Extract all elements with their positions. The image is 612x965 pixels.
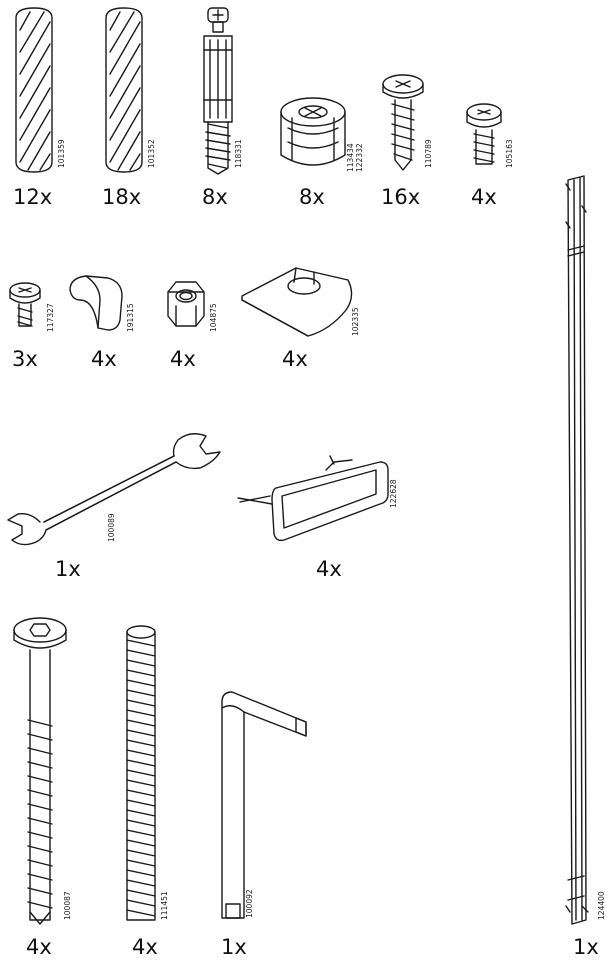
short-screw-drawing: [9, 282, 41, 327]
part-quantity: 4x: [282, 347, 308, 371]
part-code: 110789: [424, 139, 433, 168]
part-code-group: 113434 122332: [346, 112, 364, 172]
part-quantity: 8x: [299, 185, 325, 209]
part-code: 100089: [107, 513, 116, 542]
wedge-bracket-drawing: [241, 267, 353, 337]
part-quantity: 4x: [26, 935, 52, 959]
part-code: 111451: [160, 891, 169, 920]
machine-screw-drawing: [466, 103, 502, 165]
part-code: 191315: [126, 303, 135, 332]
part-quantity: 4x: [170, 347, 196, 371]
part-quantity: 8x: [202, 185, 228, 209]
part-code: 124400: [597, 891, 606, 920]
part-code: 122332: [354, 143, 364, 172]
part-code: 100087: [63, 891, 72, 920]
part-code: 104875: [209, 303, 218, 332]
part-quantity: 4x: [132, 935, 158, 959]
part-code: 122628: [389, 479, 398, 508]
wrench-drawing: [7, 433, 221, 546]
part-quantity: 3x: [12, 347, 38, 371]
wooden-dowel-long-drawing: [15, 7, 53, 173]
allen-key-drawing: [221, 691, 307, 919]
part-quantity: 16x: [381, 185, 421, 209]
cam-lock-drawing: [280, 97, 346, 166]
part-quantity: 4x: [91, 347, 117, 371]
part-quantity: 1x: [221, 935, 247, 959]
part-quantity: 1x: [573, 935, 599, 959]
part-code: 105163: [505, 139, 514, 168]
part-quantity: 1x: [55, 557, 81, 581]
wooden-dowel-drawing: [105, 7, 143, 173]
part-quantity: 4x: [316, 557, 342, 581]
long-bolt-drawing: [13, 617, 67, 925]
part-quantity: 4x: [471, 185, 497, 209]
part-code: 117327: [46, 303, 55, 332]
part-code: 102335: [351, 307, 360, 336]
long-rail-drawing: [565, 175, 589, 925]
part-code: 100092: [245, 889, 254, 918]
part-quantity: 18x: [102, 185, 142, 209]
hex-nut-drawing: [167, 281, 205, 327]
wood-screw-drawing: [382, 74, 424, 171]
threaded-rod-drawing: [126, 625, 156, 921]
nail-pad-drawing: [237, 455, 389, 542]
cap-block-drawing: [69, 275, 123, 331]
cam-bolt-drawing: [203, 7, 233, 175]
part-code: 101352: [147, 139, 156, 168]
part-code: 101359: [57, 139, 66, 168]
part-quantity: 12x: [13, 185, 53, 209]
part-code: 118331: [234, 139, 243, 168]
